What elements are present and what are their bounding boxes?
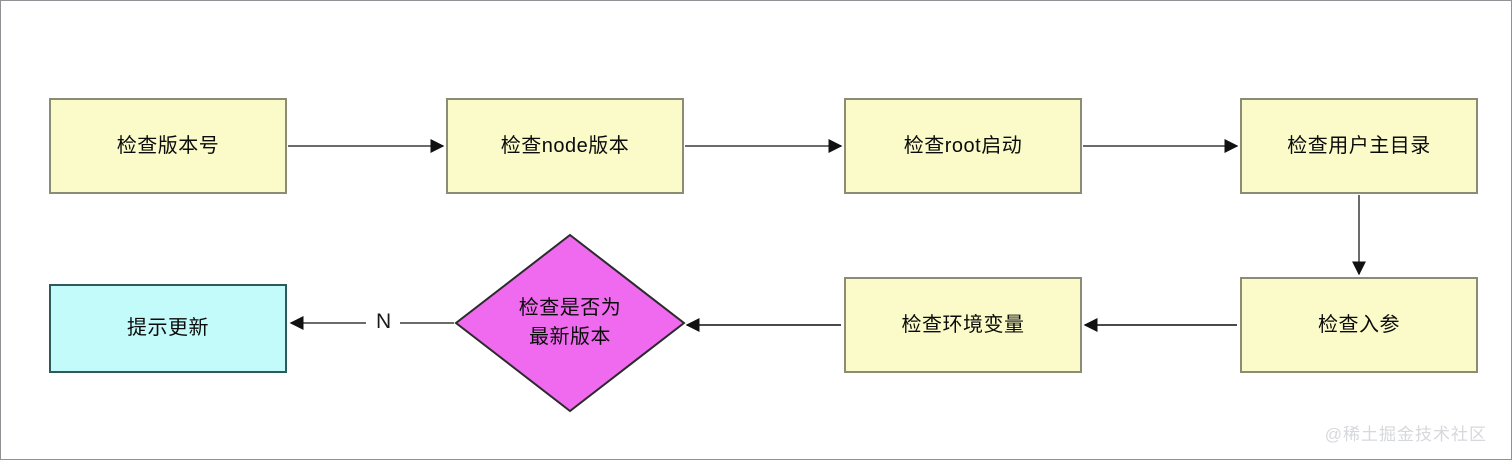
- node-check-input-params-label: 检查入参: [1318, 313, 1400, 336]
- decision-check-is-latest-shape[interactable]: [454, 233, 686, 413]
- edge-label-no-branch-text: N: [376, 310, 392, 333]
- node-check-input-params[interactable]: 检查入参: [1240, 277, 1478, 373]
- node-prompt-update-label: 提示更新: [127, 317, 209, 339]
- node-check-version-label: 检查版本号: [116, 134, 220, 157]
- edge-label-no-branch: N: [372, 310, 396, 334]
- node-check-env-vars-label: 检查环境变量: [901, 313, 1025, 336]
- node-check-env-vars[interactable]: 检查环境变量: [844, 277, 1082, 373]
- node-check-node-version[interactable]: 检查node版本: [446, 98, 684, 194]
- node-prompt-update[interactable]: 提示更新: [49, 284, 287, 373]
- node-check-root-start[interactable]: 检查root启动: [844, 98, 1082, 194]
- node-check-user-home[interactable]: 检查用户主目录: [1240, 98, 1478, 194]
- node-check-user-home-label: 检查用户主目录: [1287, 134, 1431, 157]
- watermark: @稀土掘金技术社区: [1325, 420, 1487, 445]
- node-check-node-version-label: 检查node版本: [500, 134, 630, 157]
- node-check-root-start-label: 检查root启动: [903, 134, 1023, 157]
- watermark-text: @稀土掘金技术社区: [1324, 425, 1487, 444]
- node-check-version[interactable]: 检查版本号: [49, 98, 287, 194]
